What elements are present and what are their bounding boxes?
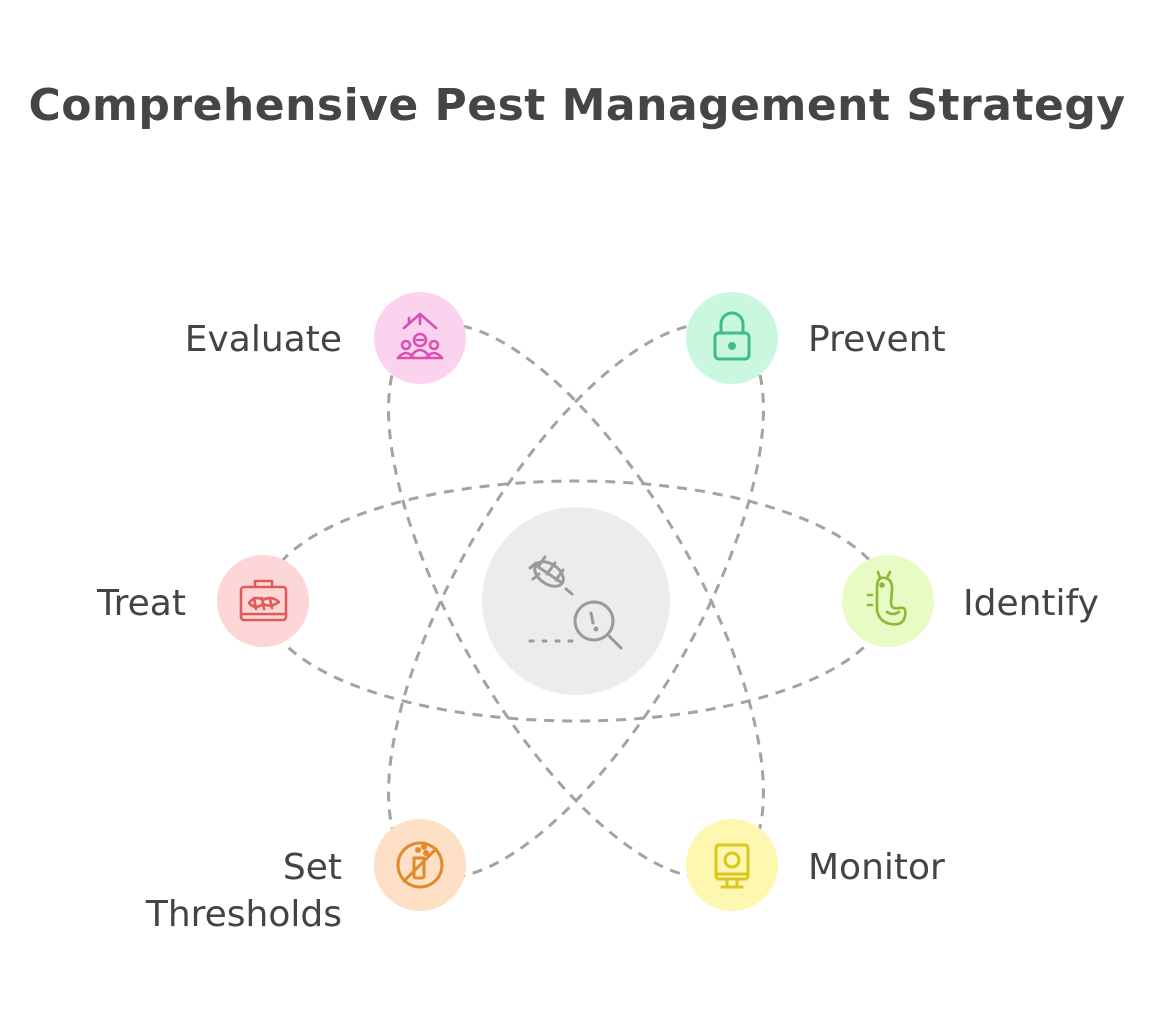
node-evaluate	[374, 292, 466, 384]
no-spray-icon	[396, 841, 444, 889]
label-set-thresholds-line1: Set	[282, 847, 342, 888]
center-circle	[482, 507, 670, 695]
label-prevent: Prevent	[808, 319, 946, 360]
caterpillar-icon	[866, 570, 907, 626]
node-set-thresholds	[374, 819, 466, 911]
node-prevent	[686, 292, 778, 384]
node-identify-circle	[842, 555, 934, 647]
bug-magnifier-icon	[528, 555, 623, 650]
label-treat: Treat	[96, 583, 186, 624]
diagram-title: Comprehensive Pest Management Strategy	[28, 80, 1126, 131]
treatment-kit-icon	[239, 579, 288, 622]
center-hub	[482, 507, 670, 695]
node-treat	[217, 555, 309, 647]
node-identify	[842, 555, 934, 647]
node-monitor	[686, 819, 778, 911]
evaluate-icon	[396, 312, 444, 360]
node-monitor-circle	[686, 819, 778, 911]
lock-icon	[713, 311, 751, 361]
node-prevent-circle	[686, 292, 778, 384]
label-evaluate: Evaluate	[184, 319, 342, 360]
node-evaluate-circle	[374, 292, 466, 384]
label-identify: Identify	[963, 583, 1099, 624]
label-set-thresholds-line2: Thresholds	[145, 893, 342, 935]
label-monitor: Monitor	[808, 847, 945, 888]
label-set-thresholds: Set Thresholds	[146, 845, 342, 939]
camera-monitor-icon	[714, 843, 750, 889]
